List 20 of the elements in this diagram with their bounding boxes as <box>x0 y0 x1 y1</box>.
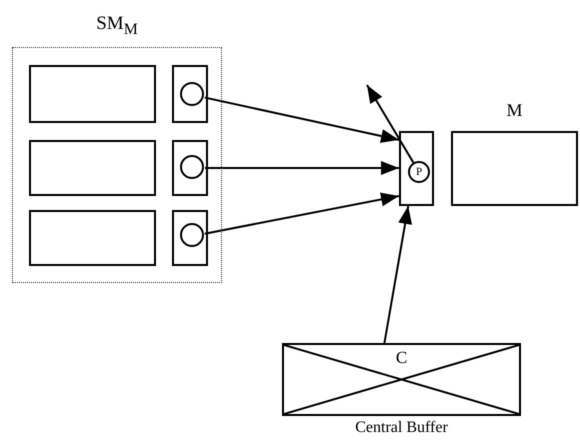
arrow <box>204 96 400 143</box>
circle-marker <box>180 155 204 179</box>
small-box <box>172 210 208 266</box>
arrow <box>383 206 412 344</box>
node-label: P <box>416 166 422 178</box>
empty-box <box>29 65 156 123</box>
empty-box <box>29 210 156 266</box>
circle-marker <box>180 223 204 247</box>
heading-label: M <box>506 101 522 121</box>
circle-marker <box>180 82 204 106</box>
circle-node <box>408 161 430 183</box>
small-box <box>172 140 208 196</box>
arrow <box>204 192 400 235</box>
small-box <box>172 65 208 123</box>
arrow <box>366 84 414 164</box>
empty-box <box>29 140 156 196</box>
node-label: Central Buffer <box>355 419 448 437</box>
small-box <box>399 131 434 206</box>
arrow <box>205 161 399 175</box>
heading-label: SM$_{M}$ <box>96 14 138 38</box>
